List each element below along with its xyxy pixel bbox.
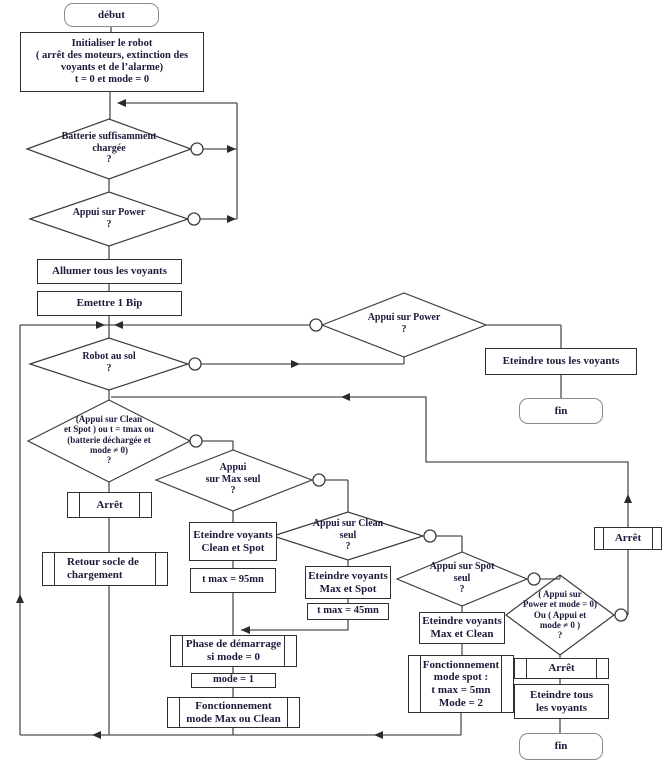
- subroutine-fonctionnement-max-clean: Fonctionnement mode Max ou Clean: [167, 697, 300, 728]
- connector-circle: [423, 529, 437, 543]
- arrowhead: [241, 626, 250, 634]
- connector-circle: [188, 357, 202, 371]
- subroutine-fonctionnement-spot: Fonctionnement mode spot : t max = 5mn M…: [408, 655, 514, 713]
- decision-condition-power-shape: [504, 574, 616, 656]
- terminator-debut: début: [64, 3, 159, 27]
- decision-condition-arret-label: (Appui sur Clean et Spot ) ou t = tmax o…: [64, 414, 154, 465]
- process-eteindre-tous-voyants-1: Eteindre tous les voyants: [485, 348, 637, 375]
- subroutine-arret-3: Arrêt: [514, 658, 609, 679]
- subroutine-phase-demarrage: Phase de démarrage si mode = 0: [170, 635, 297, 667]
- subroutine-bars: [54, 552, 156, 586]
- arrowhead: [16, 594, 24, 603]
- terminator-fin-1: fin: [519, 398, 603, 424]
- subroutine-bars: [79, 492, 140, 518]
- decision-power1-label: Appui sur Power ?: [72, 207, 146, 230]
- subroutine-fonctionnement-max-clean-label: Fonctionnement mode Max ou Clean: [186, 699, 281, 725]
- subroutine-arret-2: Arrêt: [594, 527, 662, 550]
- decision-robot-shape: [28, 337, 190, 391]
- arrowhead: [227, 145, 236, 153]
- decision-max-shape: [154, 449, 314, 512]
- connector-circle: [187, 212, 201, 226]
- process-emettre-bip: Emettre 1 Bip: [37, 291, 182, 316]
- process-eteindre-max-spot: Eteindre voyants Max et Spot: [305, 566, 391, 599]
- terminator-fin-2: fin: [519, 733, 603, 760]
- connector-circle: [614, 608, 628, 622]
- no-exit-circles: [187, 142, 628, 622]
- decision-power2-shape: [320, 292, 488, 358]
- arrowhead: [624, 494, 632, 503]
- subroutine-arret-2-label: Arrêt: [614, 532, 642, 545]
- decision-robot-label: Robot au sol ?: [82, 351, 136, 374]
- arrowhead: [96, 321, 105, 329]
- decision-batterie-label: Batterie suffisamment chargée ?: [61, 131, 157, 166]
- process-initialiser: Initialiser le robot ( arrêt des moteurs…: [20, 32, 204, 92]
- subroutine-arret-1: Arrêt: [67, 492, 152, 518]
- arrowhead: [92, 731, 101, 739]
- subroutine-bars: [420, 655, 502, 713]
- connector-circle: [309, 318, 323, 332]
- decision-clean-label: Appui sur Clean seul ?: [312, 518, 384, 553]
- decision-spot-shape: [395, 551, 529, 607]
- process-eteindre-tous-voyants-2: Eteindre tous les voyants: [514, 684, 609, 719]
- arrowhead: [341, 393, 350, 401]
- subroutine-bars: [526, 658, 597, 679]
- connector-circle: [190, 142, 204, 156]
- process-eteindre-max-clean: Eteindre voyants Max et Clean: [419, 612, 505, 644]
- decision-condition-power-label: ( Appui sur Power et mode = 0) Ou ( Appu…: [523, 589, 597, 640]
- arrowhead: [291, 360, 300, 368]
- arrowhead: [117, 99, 126, 107]
- connector-circle: [189, 434, 203, 448]
- decision-spot-label: Appui sur Spot seul ?: [429, 561, 495, 596]
- subroutine-retour-socle: Retour socle de chargement: [42, 552, 168, 586]
- process-tmax-95: t max = 95mn: [190, 568, 276, 593]
- process-allumer-voyants: Allumer tous les voyants: [37, 259, 182, 284]
- subroutine-fonctionnement-spot-label: Fonctionnement mode spot : t max = 5mn M…: [422, 658, 500, 709]
- decision-max-label: Appui sur Max seul ?: [205, 462, 261, 497]
- process-mode-1: mode = 1: [191, 673, 276, 688]
- subroutine-arret-3-label: Arrêt: [548, 662, 575, 675]
- arrowhead: [227, 215, 236, 223]
- subroutine-arret-1-label: Arrêt: [96, 498, 123, 511]
- arrowheads: [16, 99, 632, 739]
- subroutine-retour-socle-label: Retour socle de chargement: [67, 556, 139, 581]
- arrowhead: [114, 321, 123, 329]
- connector-circle: [312, 473, 326, 487]
- arrowhead: [374, 731, 383, 739]
- process-eteindre-clean-spot: Eteindre voyants Clean et Spot: [189, 522, 277, 561]
- connector-circle: [527, 572, 541, 586]
- subroutine-bars: [182, 635, 285, 667]
- subroutine-phase-demarrage-label: Phase de démarrage si mode = 0: [185, 638, 282, 663]
- process-tmax-45: t max = 45mn: [307, 603, 389, 620]
- subroutine-bars: [603, 527, 653, 550]
- subroutine-bars: [179, 697, 288, 728]
- decision-clean-shape: [271, 511, 425, 561]
- decision-power2-label: Appui sur Power ?: [367, 312, 441, 335]
- connector-lines: [19, 27, 629, 736]
